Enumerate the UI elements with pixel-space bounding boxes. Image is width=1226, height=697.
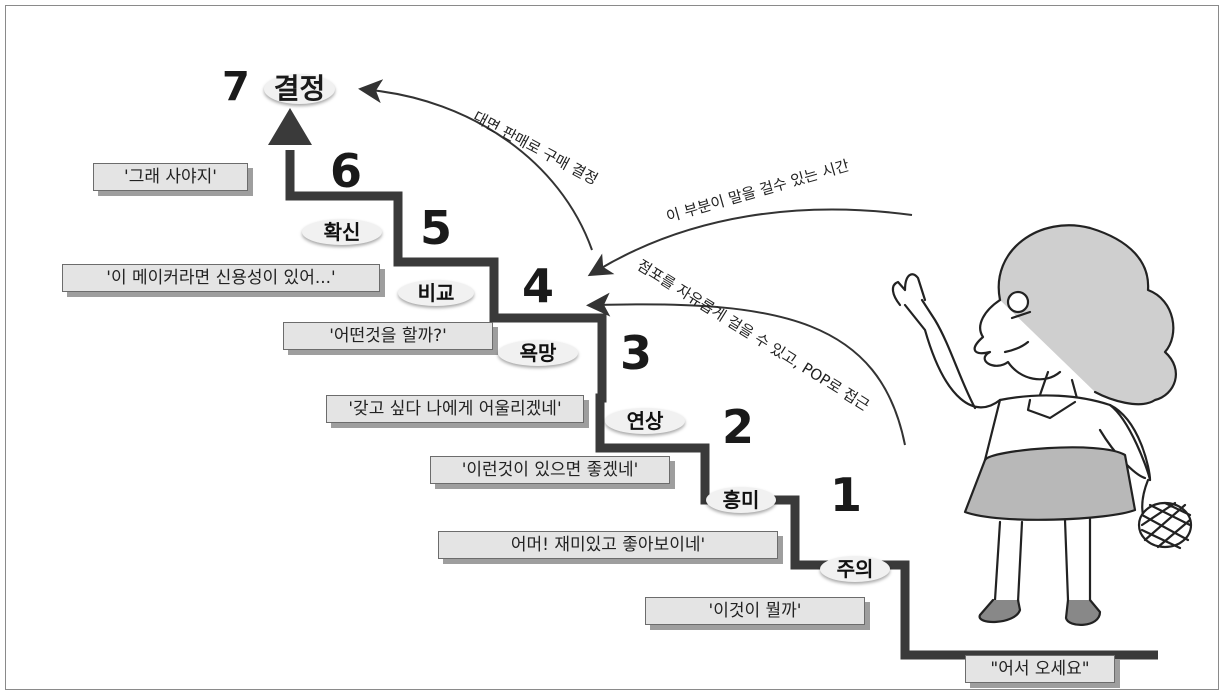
stage-4-label: 욕망 <box>498 340 578 366</box>
step-number-4: 4 <box>522 263 554 309</box>
quote-step-2: 어머! 재미있고 좋아보이네' <box>438 531 778 559</box>
step-number-1: 1 <box>830 472 862 518</box>
stage-1-label: 주의 <box>820 556 890 582</box>
stage-7-label: 결정 <box>264 74 336 104</box>
stage-7-title: 7 결정 <box>222 65 335 109</box>
stage-5-label: 비교 <box>398 280 474 306</box>
quote-step-6: '이 메이커라면 신용성이 있어...' <box>62 264 380 292</box>
stage-2-label: 흥미 <box>706 487 776 513</box>
step-number-6: 6 <box>330 148 362 194</box>
stage-6-label: 확신 <box>302 219 382 245</box>
decision-arrow-head <box>268 108 312 145</box>
entry-greeting-label: "어서 오세요" <box>965 655 1115 683</box>
step-number-2: 2 <box>722 404 754 450</box>
step-number-5: 5 <box>420 205 452 251</box>
quote-step-7: '그래 사야지' <box>93 163 248 191</box>
stage-7-number: 7 <box>222 64 250 110</box>
quote-step-3: '이런것이 있으면 좋겠네' <box>430 456 670 484</box>
step-number-3: 3 <box>620 330 652 376</box>
stage-3-label: 연상 <box>605 408 685 434</box>
arrow-label-face-to-face: 대면 판매로 구매 결정 <box>470 108 601 189</box>
quote-step-4: '갖고 싶다 나에게 어울리겠네' <box>326 395 584 423</box>
woman-illustration-icon <box>893 225 1191 625</box>
quote-step-5: '어떤것을 할까?' <box>283 322 493 350</box>
arrow-label-free-walk: 점포를 자유롭게 걸을 수 있고, POP로 접근 <box>634 256 873 415</box>
quote-step-1: '이것이 뭘까' <box>645 597 865 625</box>
